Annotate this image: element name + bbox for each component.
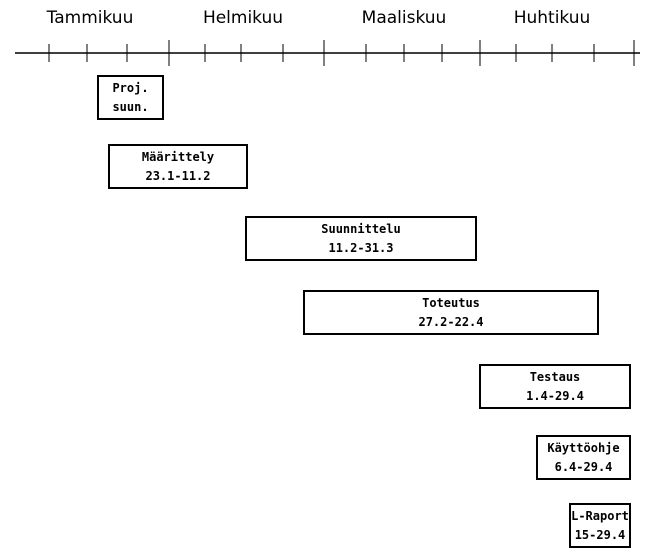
task-dates: 11.2-31.3 xyxy=(328,240,394,255)
task-box-l-raport: L-Raport 15-29.4 xyxy=(569,503,631,548)
month-label-huhtikuu: Huhtikuu xyxy=(513,8,591,28)
task-box-toteutus: Toteutus 27.2-22.4 xyxy=(303,290,599,335)
task-dates: 1.4-29.4 xyxy=(526,388,584,403)
task-name: Proj. xyxy=(112,80,149,95)
task-dates: 27.2-22.4 xyxy=(418,314,484,329)
task-box-kayttoohje: Käyttöohje 6.4-29.4 xyxy=(536,435,631,480)
task-box-maarittely: Määrittely 23.1-11.2 xyxy=(108,144,248,189)
month-label-helmikuu: Helmikuu xyxy=(202,8,284,28)
task-dates: 6.4-29.4 xyxy=(554,459,613,474)
task-box-proj-suun: Proj. suun. xyxy=(97,75,164,120)
task-dates: 15-29.4 xyxy=(574,527,626,542)
task-box-testaus: Testaus 1.4-29.4 xyxy=(479,364,631,409)
month-label-tammikuu: Tammikuu xyxy=(46,8,134,28)
task-dates: suun. xyxy=(112,99,149,114)
month-label-maaliskuu: Maaliskuu xyxy=(361,8,447,28)
task-name: L-Raport xyxy=(571,508,629,523)
task-name: Suunnittelu xyxy=(321,221,401,236)
task-name: Määrittely xyxy=(141,149,215,164)
task-name: Toteutus xyxy=(422,295,480,310)
task-name: Testaus xyxy=(529,369,581,384)
task-dates: 23.1-11.2 xyxy=(145,168,211,183)
task-name: Käyttöohje xyxy=(547,440,620,455)
task-box-suunnittelu: Suunnittelu 11.2-31.3 xyxy=(245,216,477,261)
